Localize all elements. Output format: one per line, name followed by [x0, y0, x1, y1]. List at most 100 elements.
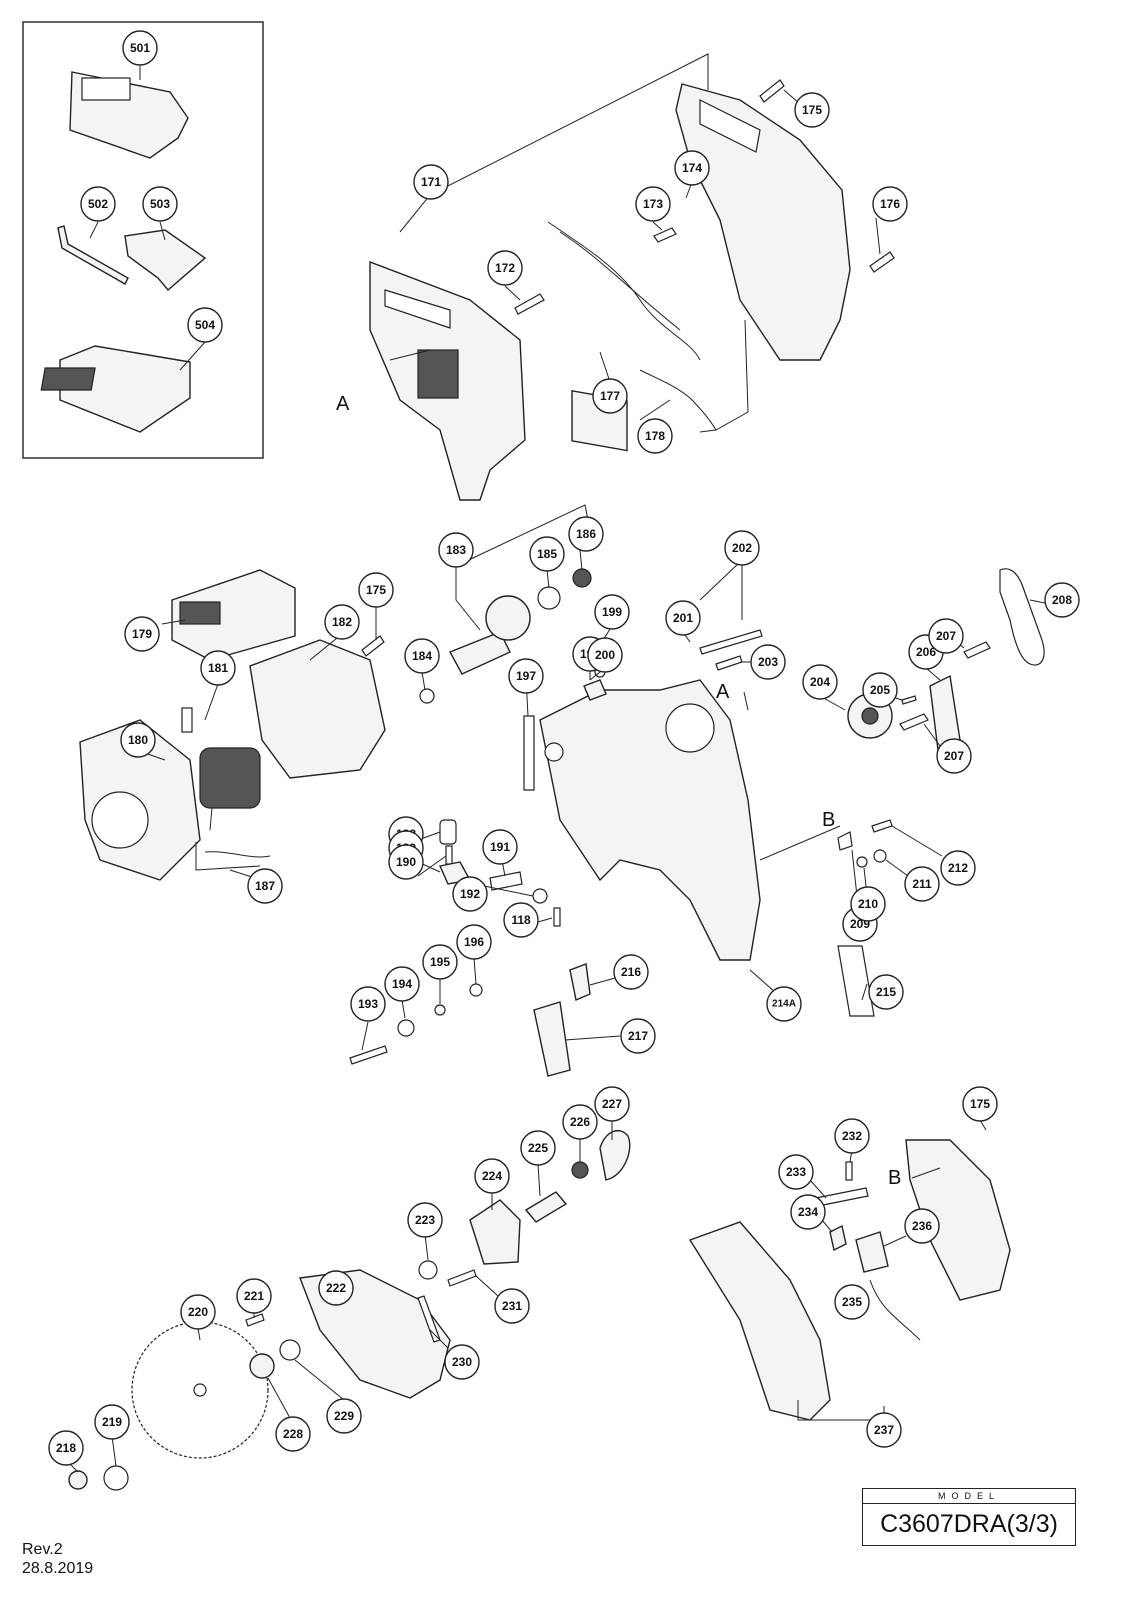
- callout-circle: [275, 1416, 311, 1452]
- callout-circle: [794, 92, 830, 128]
- part-callout: 187: [247, 868, 283, 904]
- part-callout: 216: [613, 954, 649, 990]
- bolt-192-illustration: [532, 888, 548, 904]
- callout-circle: [862, 672, 898, 708]
- part-callout: 190: [388, 844, 424, 880]
- part-callout: 226: [562, 1104, 598, 1140]
- hex-wrench-illustration: [57, 225, 129, 285]
- bolt-218-illustration: [68, 1470, 88, 1490]
- callout-number: 191: [490, 840, 510, 854]
- callout-circle: [724, 530, 760, 566]
- callout-number: 196: [464, 935, 484, 949]
- callout-number: 504: [195, 318, 215, 332]
- callout-circle: [587, 637, 623, 673]
- callout-number: 234: [798, 1205, 818, 1219]
- callout-number: 182: [332, 615, 352, 629]
- part-callout: 222: [318, 1270, 354, 1306]
- lead-wire-235-illustration: [869, 1279, 921, 1341]
- plate-216-illustration: [569, 963, 591, 1001]
- bearing-186-illustration: [572, 568, 592, 588]
- callout-number: 203: [758, 655, 778, 669]
- screw-221-illustration: [245, 1313, 265, 1327]
- part-callout: 175: [962, 1086, 998, 1122]
- washer-210-illustration: [856, 856, 868, 868]
- part-callout: 232: [834, 1118, 870, 1154]
- callout-number: 236: [912, 1219, 932, 1233]
- callout-circle: [122, 30, 158, 66]
- reference-letter-a-left: A: [336, 393, 350, 415]
- callout-circle: [866, 1412, 902, 1448]
- screw-207-lower-illustration: [899, 713, 929, 731]
- gear-case-illustration: [539, 679, 761, 961]
- callout-number: 197: [516, 669, 536, 683]
- callout-circle: [592, 378, 628, 414]
- callout-circle: [568, 516, 604, 552]
- callout-circle: [404, 638, 440, 674]
- handle-left-illustration: [688, 1221, 831, 1421]
- callout-circle: [503, 902, 539, 938]
- callout-number: 226: [570, 1115, 590, 1129]
- callout-circle: [494, 1288, 530, 1324]
- part-callout: 193: [350, 986, 386, 1022]
- callout-number: 175: [802, 103, 822, 117]
- part-callout: 207: [928, 618, 964, 654]
- callout-circle: [520, 1130, 556, 1166]
- callout-number: 180: [128, 733, 148, 747]
- part-callout: 227: [594, 1086, 630, 1122]
- callout-number: 186: [576, 527, 596, 541]
- callout-circle: [850, 886, 886, 922]
- callout-number: 194: [392, 977, 412, 991]
- screw-231-illustration: [447, 1269, 477, 1287]
- controller-illustration: [547, 221, 701, 452]
- callout-number: 187: [255, 879, 275, 893]
- spindle-225-illustration: [524, 1191, 568, 1223]
- model-caption: MODEL: [863, 1489, 1075, 1504]
- part-callout: 229: [326, 1398, 362, 1434]
- housing-right-illustration: [675, 83, 851, 361]
- part-callout: 203: [750, 644, 786, 680]
- callout-circle: [180, 1294, 216, 1330]
- part-callout: 210: [850, 886, 886, 922]
- part-callout: 184: [404, 638, 440, 674]
- callout-number: 232: [842, 1129, 862, 1143]
- callout-number: 208: [1052, 593, 1072, 607]
- reference-letter-b-handle: B: [888, 1167, 901, 1189]
- bearing-185-illustration: [537, 586, 561, 610]
- callout-number: 229: [334, 1409, 354, 1423]
- saw-blade-illustration: [131, 1321, 269, 1459]
- part-callout: 236: [904, 1208, 940, 1244]
- callout-number: 221: [244, 1289, 264, 1303]
- callout-circle: [456, 924, 492, 960]
- callout-circle: [620, 1018, 656, 1054]
- callout-circle: [247, 868, 283, 904]
- screw-175-top-illustration: [759, 79, 785, 103]
- callout-circle: [444, 1344, 480, 1380]
- part-callout: 175: [794, 92, 830, 128]
- washer-195-illustration: [434, 1004, 446, 1016]
- part-callout: 200: [587, 637, 623, 673]
- callout-circle: [562, 1104, 598, 1140]
- callout-circle: [834, 1118, 870, 1154]
- callout-number: 217: [628, 1029, 648, 1043]
- part-callout: 171: [413, 164, 449, 200]
- callout-number: 237: [874, 1423, 894, 1437]
- callout-number: 176: [880, 197, 900, 211]
- callout-circle: [236, 1278, 272, 1314]
- callout-number: 206: [916, 645, 936, 659]
- callout-number: 218: [56, 1441, 76, 1455]
- callout-circle: [487, 250, 523, 286]
- spring-189-illustration: [445, 845, 453, 865]
- callout-number: 192: [460, 887, 480, 901]
- callout-number: 502: [88, 197, 108, 211]
- part-callout: 205: [862, 672, 898, 708]
- part-callout: 502: [80, 186, 116, 222]
- lead-wire-187-illustration: [204, 851, 271, 858]
- belt-illustration: [999, 568, 1045, 666]
- part-callout: 199: [594, 594, 630, 630]
- callout-circle: [48, 1430, 84, 1466]
- part-callout: 207: [936, 738, 972, 774]
- callout-number: 174: [682, 161, 702, 175]
- callout-circle: [834, 1284, 870, 1320]
- part-callout: 179: [124, 616, 160, 652]
- part-callout: 185: [529, 536, 565, 572]
